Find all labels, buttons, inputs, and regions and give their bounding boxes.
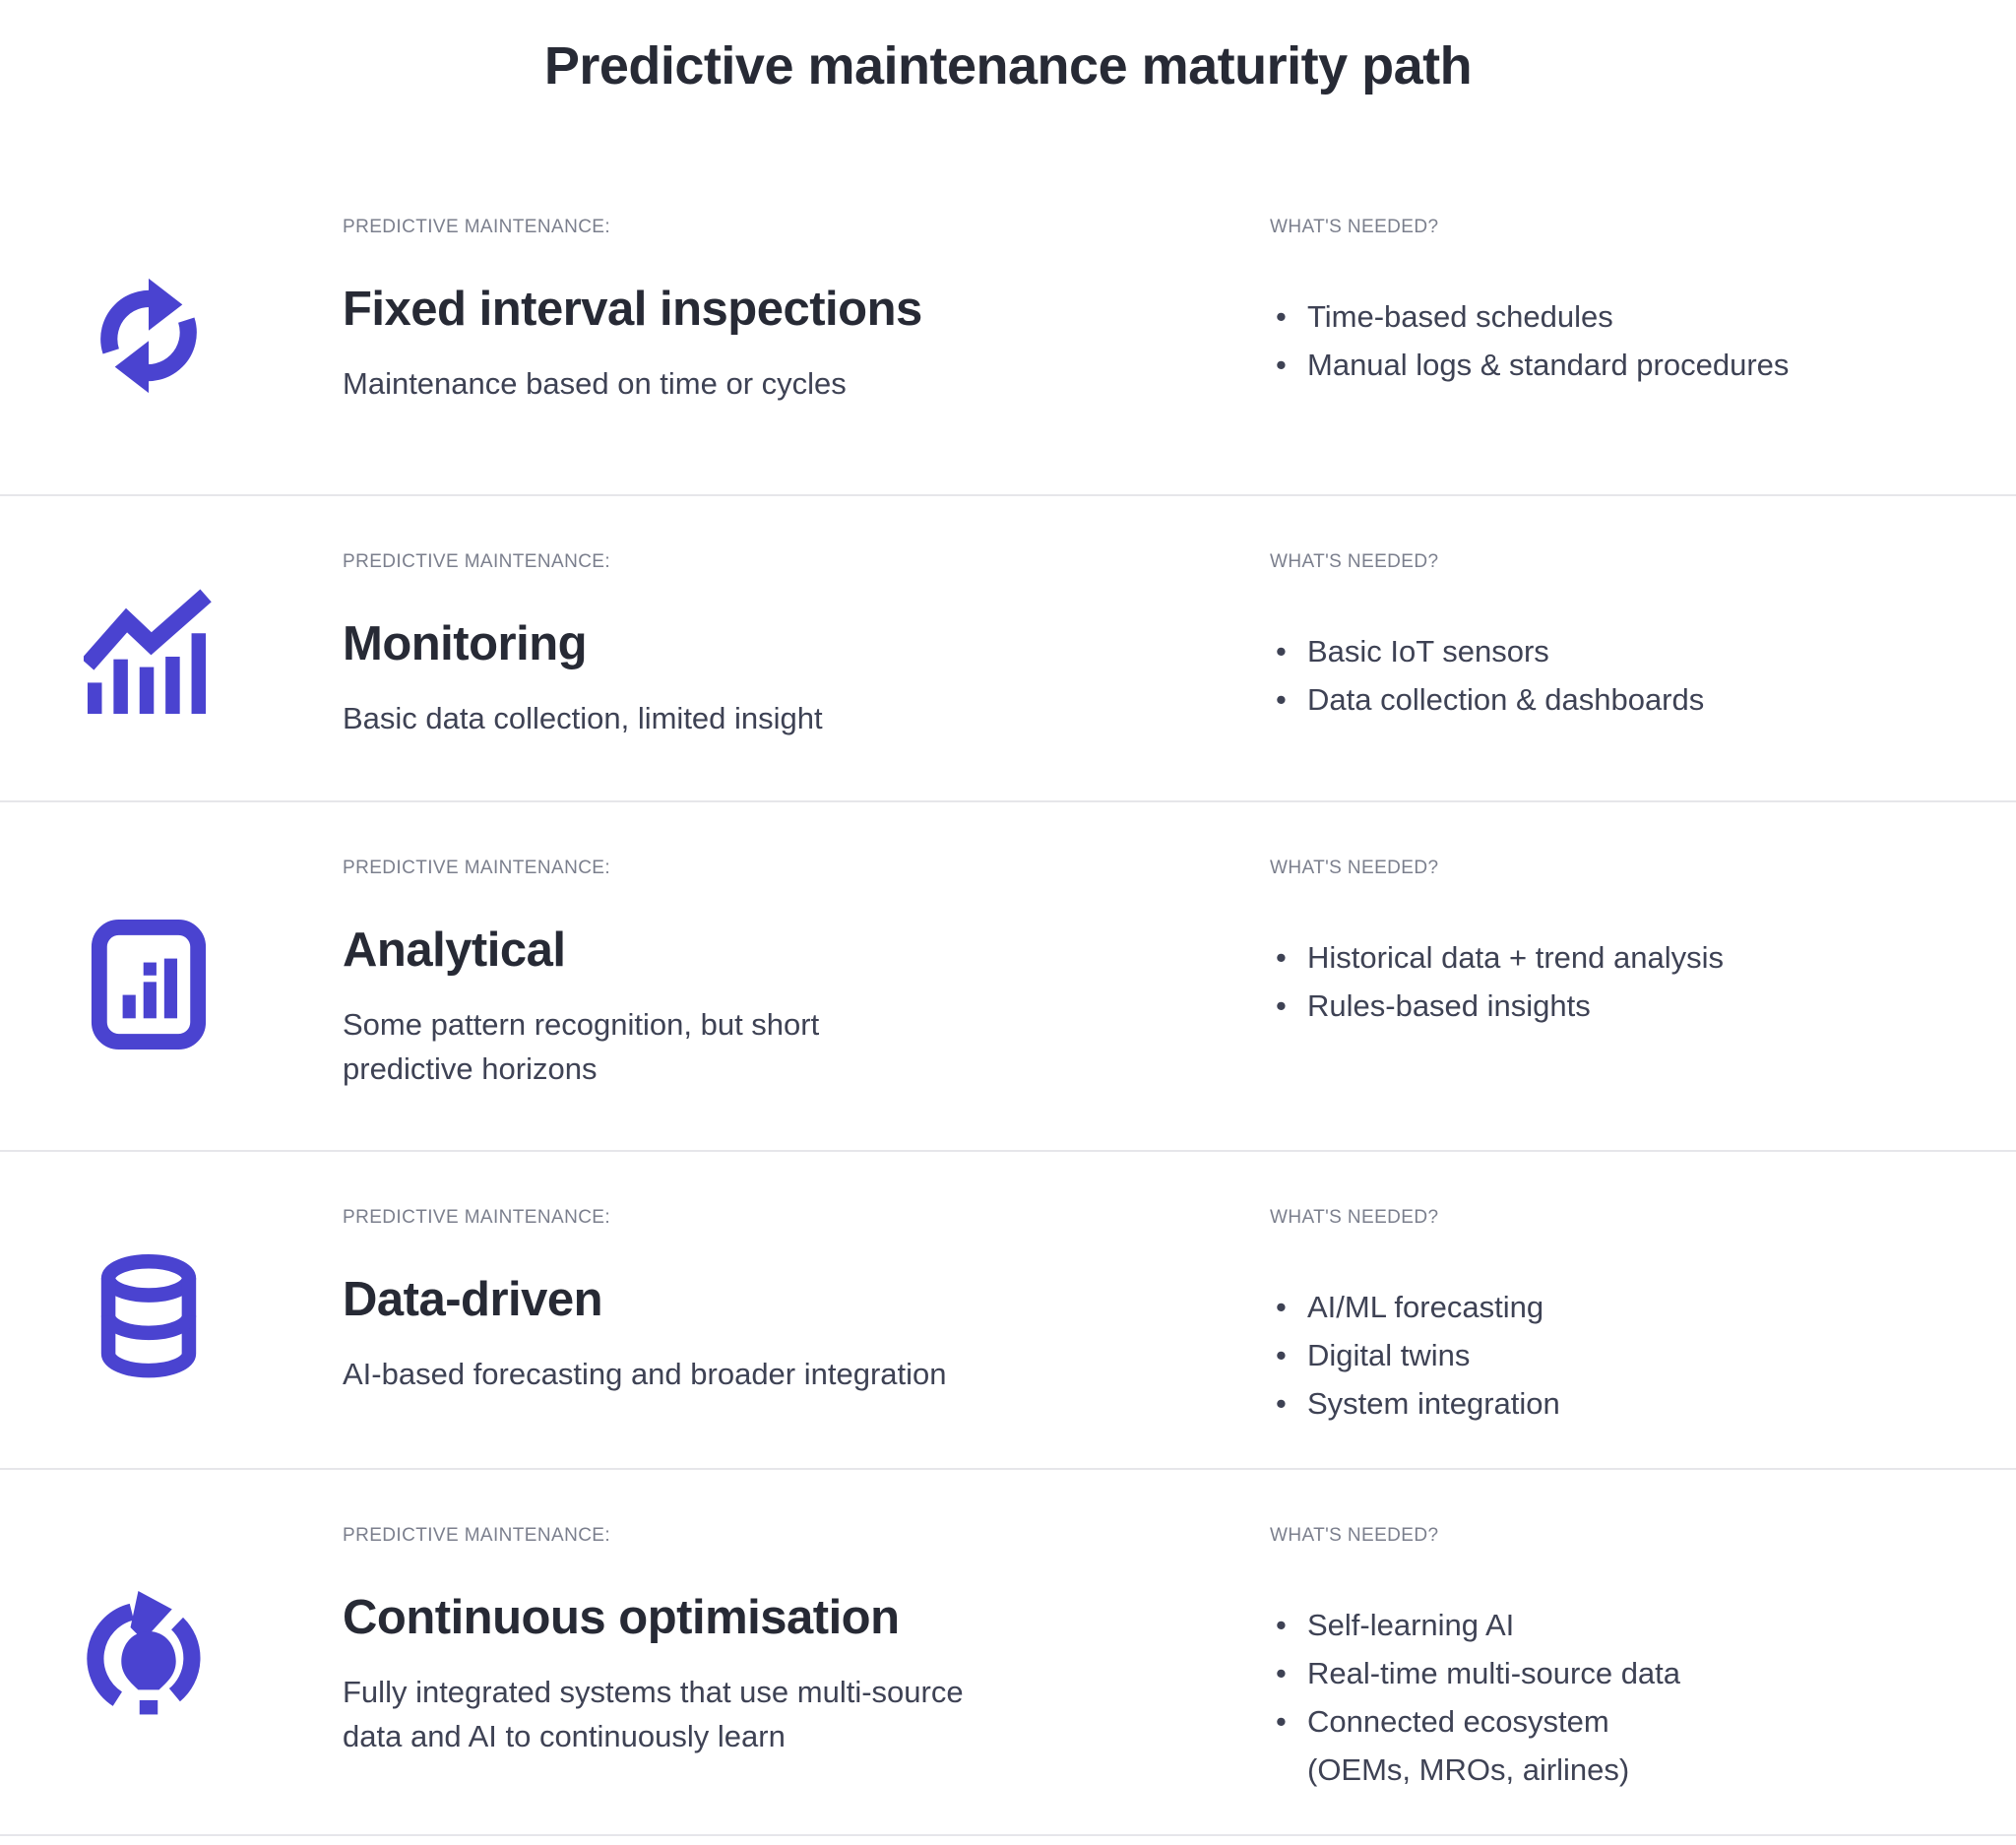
needs-list: Basic IoT sensorsData collection & dashb… — [1270, 628, 1977, 725]
whats-needed-label: WHAT'S NEEDED? — [1270, 858, 1439, 878]
need-item: Rules-based insights — [1270, 983, 1977, 1031]
whats-needed-label: WHAT'S NEEDED? — [1270, 551, 1439, 572]
stage-needs-analytical: WHAT'S NEEDED? Historical data + trend a… — [1270, 858, 2016, 1111]
stage-row-data-driven: PREDICTIVE MAINTENANCE: Data-driven AI-b… — [0, 1152, 2016, 1470]
stage-text-analytical: PREDICTIVE MAINTENANCE: Analytical Some … — [343, 858, 1270, 1111]
stage-description: Basic data collection, limited insight — [343, 701, 823, 735]
stage-title: Analytical — [343, 923, 566, 977]
stage-row-fixed-interval: PREDICTIVE MAINTENANCE: Fixed interval i… — [0, 161, 2016, 496]
predictive-maintenance-label: PREDICTIVE MAINTENANCE: — [343, 1524, 611, 1546]
stage-text-fixed-interval: PREDICTIVE MAINTENANCE: Fixed interval i… — [343, 217, 1270, 455]
stage-text-continuous-optimisation: PREDICTIVE MAINTENANCE: Continuous optim… — [343, 1525, 1270, 1795]
predictive-maintenance-label: PREDICTIVE MAINTENANCE: — [343, 217, 611, 237]
stage-needs-monitoring: WHAT'S NEEDED? Basic IoT sensorsData col… — [1270, 551, 2016, 761]
whats-needed-label: WHAT'S NEEDED? — [1270, 1207, 1439, 1228]
whats-needed-label: WHAT'S NEEDED? — [1270, 1524, 1439, 1546]
need-item: Historical data + trend analysis — [1270, 934, 1977, 983]
need-item: Connected ecosystem (OEMs, MROs, airline… — [1270, 1698, 1977, 1795]
stage-row-analytical: PREDICTIVE MAINTENANCE: Analytical Some … — [0, 802, 2016, 1152]
need-item: Self-learning AI — [1270, 1602, 1977, 1650]
need-item: AI/ML forecasting — [1270, 1284, 1977, 1332]
needs-list: Historical data + trend analysisRules-ba… — [1270, 934, 1977, 1031]
stage-row-monitoring: PREDICTIVE MAINTENANCE: Monitoring Basic… — [0, 496, 2016, 802]
needs-list: AI/ML forecastingDigital twinsSystem int… — [1270, 1284, 1977, 1429]
predictive-maintenance-label: PREDICTIVE MAINTENANCE: — [343, 858, 611, 878]
stage-text-monitoring: PREDICTIVE MAINTENANCE: Monitoring Basic… — [343, 551, 1270, 761]
lightbulb-cycle-icon — [0, 1525, 343, 1795]
need-item: Time-based schedules — [1270, 293, 1977, 342]
stage-needs-fixed-interval: WHAT'S NEEDED? Time-based schedulesManua… — [1270, 217, 2016, 455]
stage-title: Data-driven — [343, 1273, 603, 1326]
database-icon — [0, 1207, 343, 1429]
need-item: Manual logs & standard procedures — [1270, 342, 1977, 390]
need-item: Digital twins — [1270, 1332, 1977, 1380]
stage-title: Monitoring — [343, 617, 588, 670]
stage-row-continuous-optimisation: PREDICTIVE MAINTENANCE: Continuous optim… — [0, 1470, 2016, 1836]
whats-needed-label: WHAT'S NEEDED? — [1270, 217, 1439, 237]
needs-list: Time-based schedulesManual logs & standa… — [1270, 293, 1977, 390]
cycle-arrows-icon — [0, 217, 343, 455]
trend-chart-icon — [0, 551, 343, 761]
need-item: Data collection & dashboards — [1270, 676, 1977, 725]
predictive-maintenance-label: PREDICTIVE MAINTENANCE: — [343, 551, 611, 572]
page-title: Predictive maintenance maturity path — [543, 36, 1473, 95]
stage-title: Fixed interval inspections — [343, 283, 922, 336]
need-item: Basic IoT sensors — [1270, 628, 1977, 676]
stage-title: Continuous optimisation — [343, 1590, 900, 1644]
needs-list: Self-learning AIReal-time multi-source d… — [1270, 1602, 1977, 1795]
stage-description: Fully integrated systems that use multi-… — [343, 1674, 964, 1753]
bar-chart-panel-icon — [0, 858, 343, 1111]
stage-description: Maintenance based on time or cycles — [343, 366, 847, 401]
stage-needs-data-driven: WHAT'S NEEDED? AI/ML forecastingDigital … — [1270, 1207, 2016, 1429]
need-item: System integration — [1270, 1380, 1977, 1429]
stage-description: AI-based forecasting and broader integra… — [343, 1357, 947, 1391]
stage-needs-continuous-optimisation: WHAT'S NEEDED? Self-learning AIReal-time… — [1270, 1525, 2016, 1795]
need-item: Real-time multi-source data — [1270, 1650, 1977, 1698]
stage-description: Some pattern recognition, but short pred… — [343, 1007, 820, 1086]
predictive-maintenance-label: PREDICTIVE MAINTENANCE: — [343, 1207, 611, 1228]
stage-text-data-driven: PREDICTIVE MAINTENANCE: Data-driven AI-b… — [343, 1207, 1270, 1429]
